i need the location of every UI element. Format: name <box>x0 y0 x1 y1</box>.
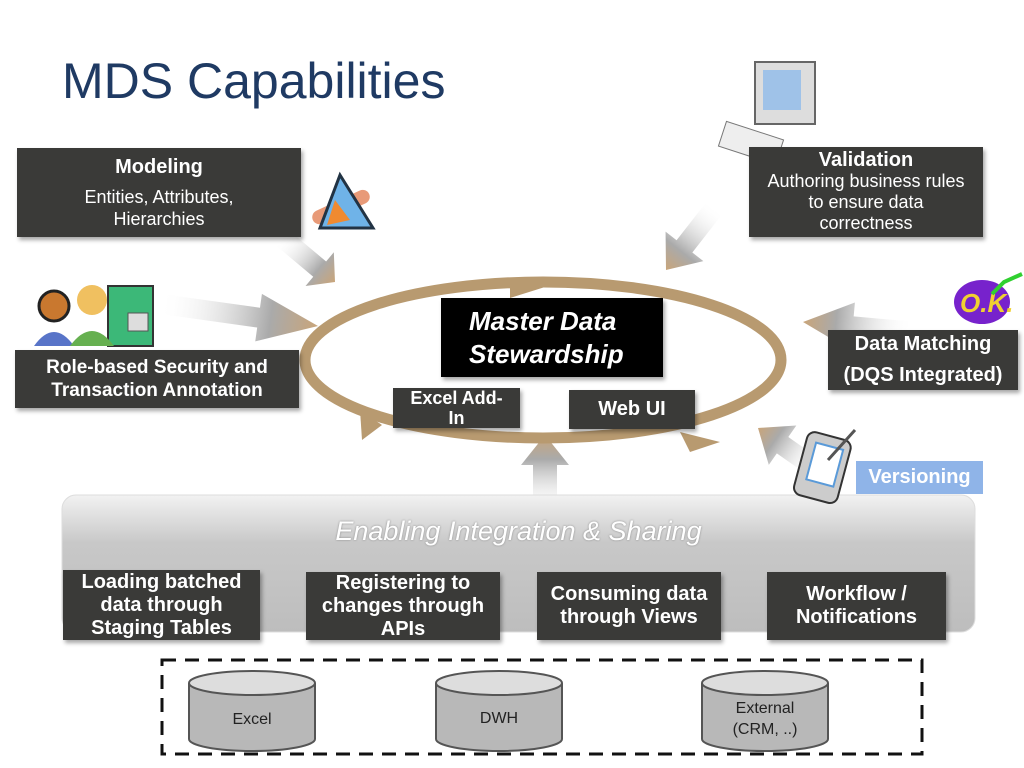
item-text: Registering to <box>335 571 471 594</box>
platform-item-staging: Loading batched data through Staging Tab… <box>63 570 260 640</box>
data-source-dwh: DWH <box>434 669 564 753</box>
modeling-text: Entities, Attributes, Hierarchies <box>84 186 234 229</box>
data-source-excel: Excel <box>187 669 317 753</box>
svg-text:O.K.: O.K. <box>960 288 1013 318</box>
platform-item-views: Consuming data through Views <box>537 572 721 640</box>
excel-addin-text-1: Excel Add- <box>410 388 503 408</box>
platform-item-apis: Registering to changes through APIs <box>306 572 500 640</box>
security-box: Role-based Security and Transaction Anno… <box>15 350 299 408</box>
matching-text-1: Data Matching <box>854 333 992 355</box>
source-label: Excel <box>232 711 272 728</box>
item-text: changes through <box>321 594 485 617</box>
item-text: Consuming data <box>550 583 708 605</box>
platform-band <box>61 494 976 633</box>
stewardship-cycle-ring <box>299 276 787 452</box>
database-cylinder-icon <box>701 670 829 752</box>
master-data-stewardship-box: Master Data Stewardship <box>441 298 663 377</box>
item-text: Notifications <box>795 606 918 628</box>
excel-addin-text-2: In <box>448 408 465 428</box>
validation-box: Validation Authoring business rules to e… <box>749 147 983 237</box>
item-text: through Views <box>560 606 698 628</box>
ok-badge-icon: O.K. <box>954 272 1023 324</box>
data-sources-container <box>160 658 924 756</box>
modeling-heading: Modeling <box>115 155 203 178</box>
page-title: MDS Capabilities <box>62 53 446 109</box>
source-label: External <box>735 700 795 717</box>
source-label: (CRM, ..) <box>732 721 798 738</box>
item-text: APIs <box>380 617 426 640</box>
validation-heading: Validation <box>818 149 914 171</box>
stewardship-text-1: Master Data <box>469 305 617 336</box>
excel-addin-button[interactable]: Excel Add- In <box>393 388 520 428</box>
modeling-box: Modeling Entities, Attributes, Hierarchi… <box>17 148 301 237</box>
item-text: Staging Tables <box>91 616 232 639</box>
item-text: Workflow / <box>806 583 907 605</box>
computer-icon <box>717 61 816 166</box>
validation-text-3: correctness <box>819 213 913 233</box>
security-text-1: Role-based Security and <box>46 357 268 378</box>
versioning-badge: Versioning <box>856 461 983 494</box>
web-ui-button[interactable]: Web UI <box>569 390 695 429</box>
arrow-validation <box>665 200 724 270</box>
matching-text-2: (DQS Integrated) <box>843 364 1003 386</box>
arrow-modeling <box>274 229 335 286</box>
database-cylinder-icon <box>435 670 563 752</box>
stewardship-text-2: Stewardship <box>469 338 624 369</box>
modeling-icon <box>312 171 376 230</box>
tablet-pen-icon <box>793 428 857 505</box>
data-source-external: External (CRM, ..) <box>700 669 830 753</box>
arrow-security <box>158 293 318 342</box>
platform-title: Enabling Integration & Sharing <box>335 516 702 546</box>
item-text: data through <box>100 593 223 616</box>
platform-item-workflow: Workflow / Notifications <box>767 572 946 640</box>
source-label: DWH <box>479 710 519 727</box>
validation-text-2: to ensure data <box>808 192 924 212</box>
validation-text-1: Authoring business rules <box>767 171 965 191</box>
database-cylinder-icon <box>188 670 316 752</box>
data-matching-box: Data Matching (DQS Integrated) <box>828 330 1018 390</box>
item-text: Loading batched <box>81 570 242 593</box>
security-text-2: Transaction Annotation <box>51 380 263 401</box>
users-lock-icon <box>34 285 154 347</box>
